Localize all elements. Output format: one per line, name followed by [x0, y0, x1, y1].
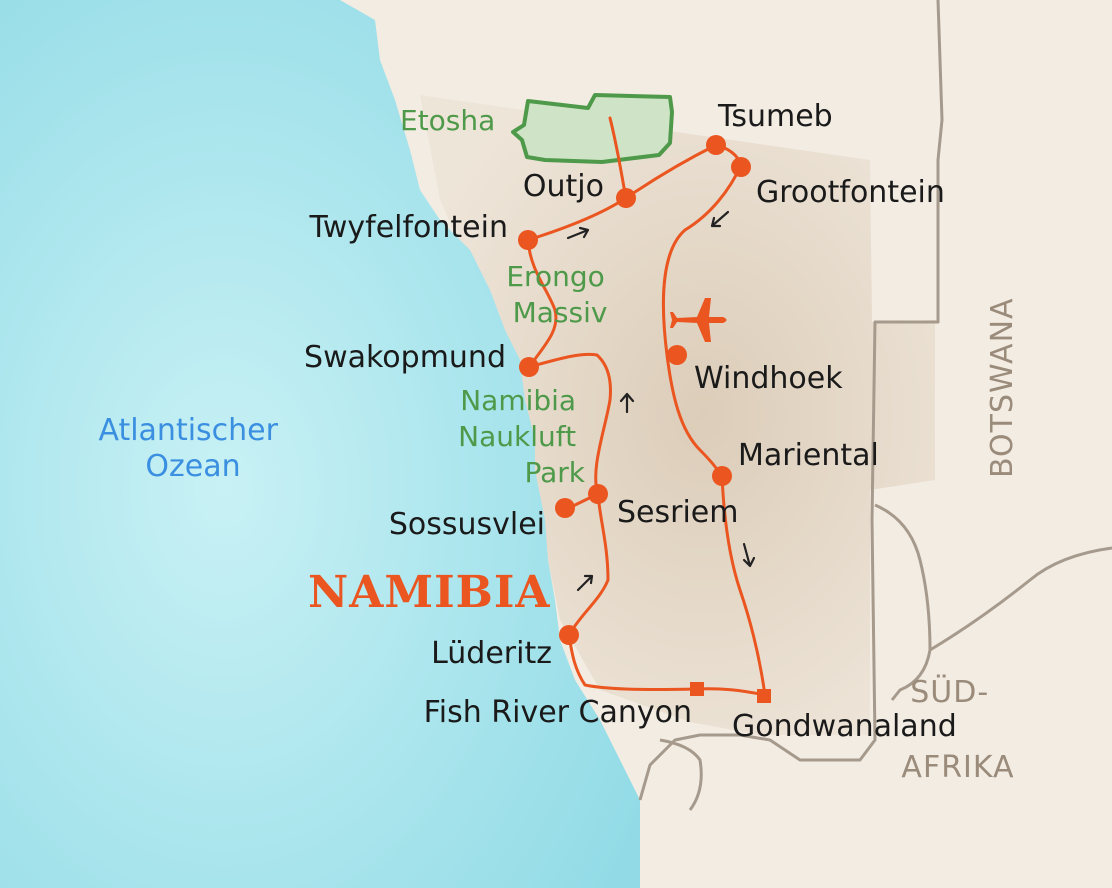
marker-sossusvlei	[555, 498, 575, 518]
label-gondwanaland: Gondwanaland	[732, 709, 957, 744]
marker-tsumeb	[706, 135, 726, 155]
label-luderitz: Lüderitz	[431, 636, 552, 671]
direction-arrows	[566, 210, 756, 592]
erongo-label: Erongo Massiv	[506, 260, 613, 329]
marker-outjo	[616, 188, 636, 208]
marker-grootfontein	[731, 157, 751, 177]
label-grootfontein: Grootfontein	[756, 175, 945, 210]
marker-windhoek	[667, 345, 687, 365]
marker-mariental	[712, 466, 732, 486]
city-markers	[518, 135, 771, 703]
marker-twyfelfontein	[518, 230, 538, 250]
labels: NAMIBIA Atlantischer Ozean BOTSWANA SÜD-…	[98, 99, 1020, 785]
label-windhoek: Windhoek	[694, 361, 843, 396]
etosha-label: Etosha	[400, 104, 495, 137]
label-sossusvlei: Sossusvlei	[389, 507, 545, 542]
naukluft-label: Namibia Naukluft Park	[458, 384, 586, 489]
arrow-icon	[576, 574, 594, 592]
south-africa-label: SÜD- AFRIKA	[901, 674, 1014, 785]
marker-luderitz	[559, 625, 579, 645]
label-twyfelfontein: Twyfelfontein	[308, 210, 508, 245]
country-title: NAMIBIA	[308, 567, 551, 618]
label-tsumeb: Tsumeb	[717, 99, 833, 134]
marker-fish-river-canyon	[690, 682, 704, 696]
arrow-icon	[742, 542, 756, 568]
marker-sesriem	[588, 484, 608, 504]
ocean-label: Atlantischer Ozean	[98, 413, 287, 484]
etosha-park	[511, 93, 674, 164]
arrow-icon	[710, 210, 730, 228]
marker-swakopmund	[519, 357, 539, 377]
airplane-icon	[670, 298, 727, 342]
marker-gondwanaland	[757, 689, 771, 703]
label-fish-river-canyon: Fish River Canyon	[424, 695, 692, 730]
ocean	[0, 0, 640, 888]
namibia-territory	[420, 95, 935, 735]
botswana-label: BOTSWANA	[985, 297, 1020, 478]
arrow-icon	[566, 226, 590, 240]
label-swakopmund: Swakopmund	[304, 340, 506, 375]
arrow-icon	[619, 392, 635, 414]
label-mariental: Mariental	[738, 438, 879, 473]
borders	[638, 0, 1112, 811]
label-sesriem: Sesriem	[617, 495, 738, 530]
label-outjo: Outjo	[523, 169, 604, 204]
